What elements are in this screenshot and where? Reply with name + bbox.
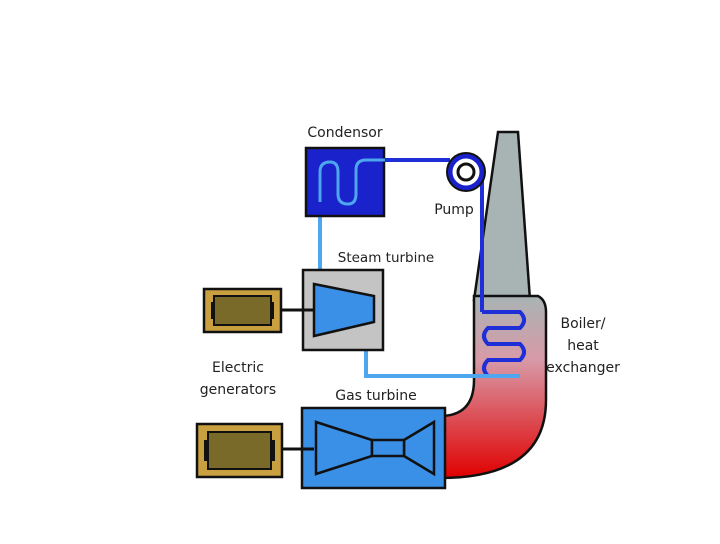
pump-label: Pump <box>434 202 474 218</box>
condenser-coil <box>318 158 385 206</box>
boiler-duct <box>438 294 548 480</box>
generators-label-line2: generators <box>200 382 276 398</box>
gas-turbine-label: Gas turbine <box>335 388 417 404</box>
gas-turbine-shaft <box>370 438 406 458</box>
steam-turbine-label: Steam turbine <box>338 250 434 266</box>
generators-label-line1: Electric <box>212 360 264 376</box>
gas-generator-core <box>207 431 272 470</box>
steam-generator-core <box>213 295 272 326</box>
heat-exchanger-coil <box>482 310 526 378</box>
boiler-label-line1: Boiler/ <box>560 316 605 332</box>
boiler-label-line3: exchanger <box>546 360 620 376</box>
boiler-label-line2: heat <box>567 338 599 354</box>
condenser-box <box>304 146 386 218</box>
steam-turbine-rotor <box>312 282 376 338</box>
condenser-label: Condensor <box>307 125 382 141</box>
feedwater-pipe <box>385 158 484 312</box>
